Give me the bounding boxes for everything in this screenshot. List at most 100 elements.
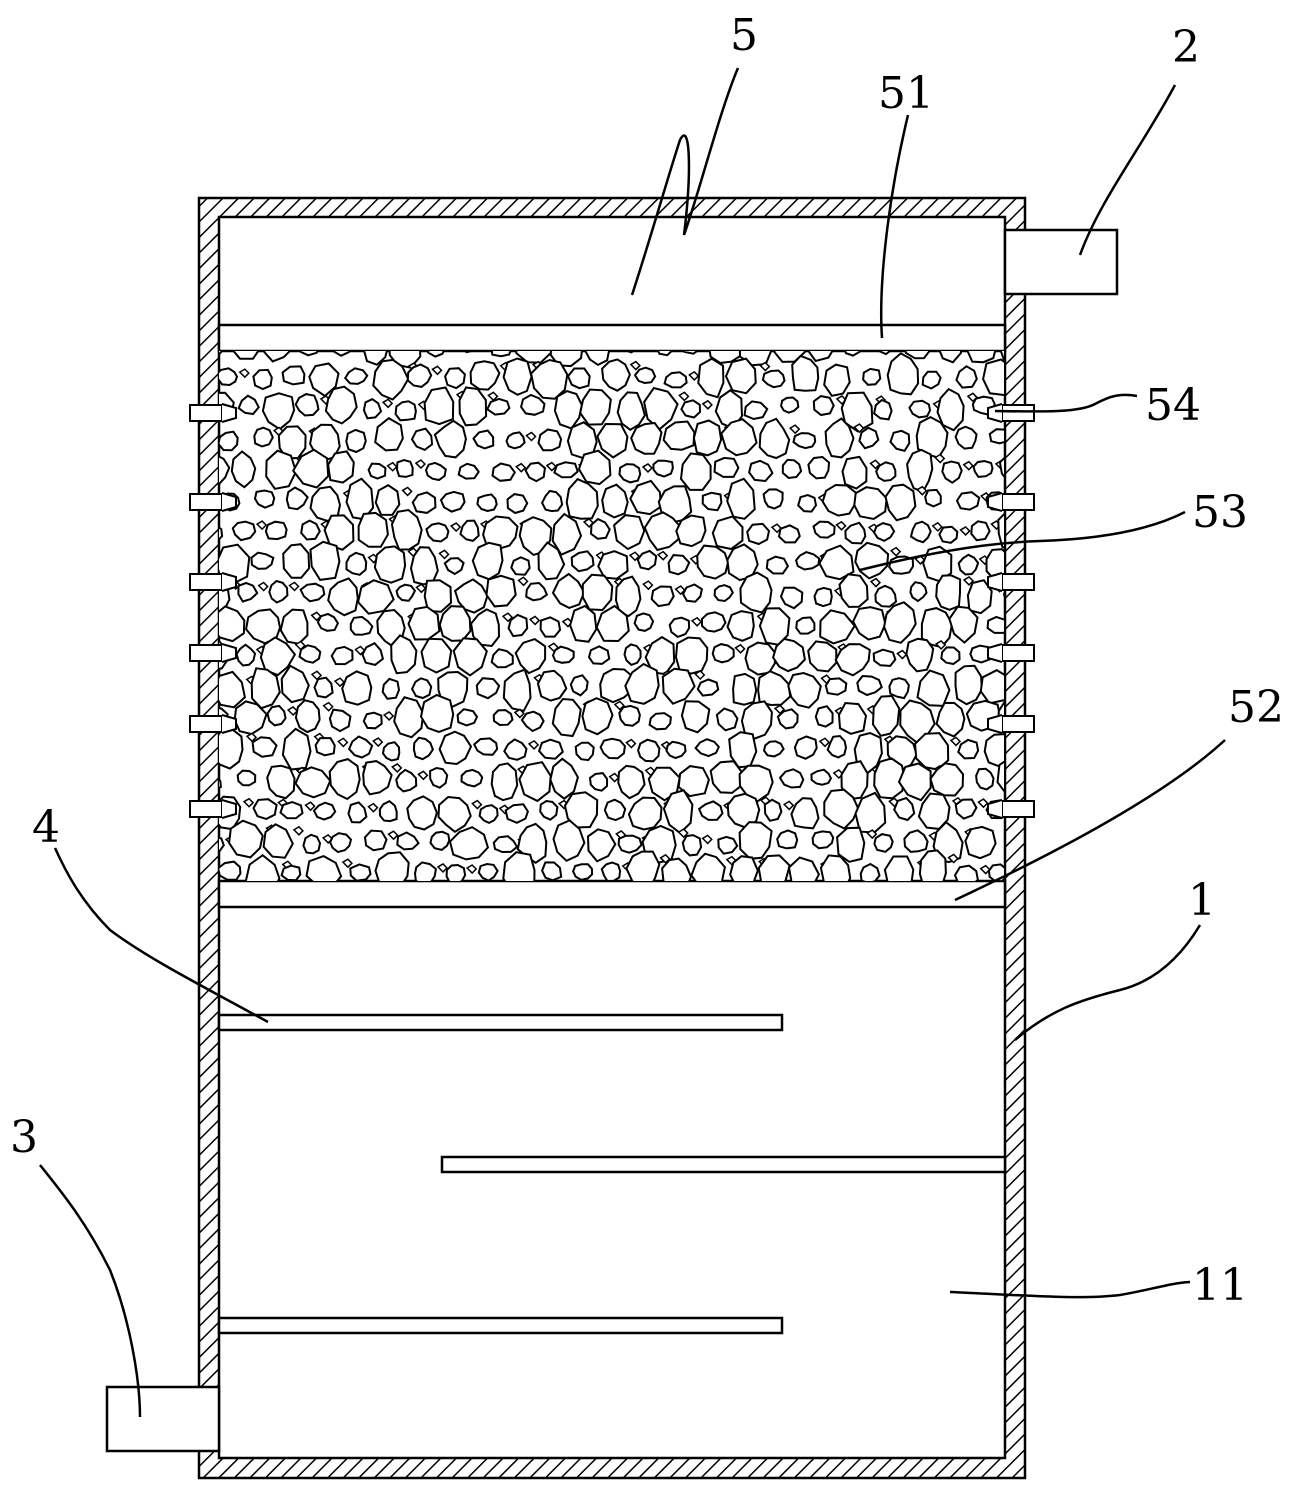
media-pebble (918, 849, 947, 881)
media-pebble (264, 520, 288, 541)
media-pebble (381, 741, 401, 762)
media-pebble (897, 762, 932, 802)
media-pebble (889, 429, 911, 452)
media-pebble (395, 458, 414, 478)
media-pebble (665, 740, 687, 760)
media-pebble (996, 760, 1004, 793)
baffle-upper (217, 1013, 784, 1032)
media-pebble (877, 351, 892, 356)
media-pebble (777, 524, 801, 544)
media-grain (773, 704, 786, 715)
media-pebble (617, 764, 646, 800)
media-pebble (726, 792, 761, 829)
media-pebble (537, 428, 563, 452)
media-pebble (811, 830, 835, 850)
inlet-pipe (105, 1385, 221, 1453)
media-grain (656, 550, 669, 561)
media-grain (678, 391, 690, 402)
media-pebble (282, 543, 311, 579)
media-grain (415, 583, 427, 594)
media-pebble (762, 740, 785, 758)
media-pebble (520, 710, 545, 733)
media-pebble (807, 640, 838, 673)
media-pebble (565, 477, 599, 520)
media-grain (629, 360, 641, 371)
media-pebble (616, 391, 646, 432)
media-pebble (262, 823, 294, 859)
media-pebble (552, 819, 586, 862)
media-pebble (294, 766, 332, 799)
media-pebble (899, 699, 936, 745)
media-pebble (357, 511, 389, 548)
media-grain (517, 576, 529, 587)
nozzle-left-head (221, 572, 237, 592)
media-pebble (618, 704, 641, 727)
media-pebble (795, 616, 816, 635)
media-pebble (314, 737, 336, 757)
nozzle-left-head (221, 403, 237, 423)
media-pebble (859, 862, 881, 881)
media-pebble (425, 522, 450, 543)
media-pebble (713, 584, 734, 603)
media-pebble (490, 351, 512, 358)
media-pebble (758, 417, 791, 460)
media-pebble (955, 491, 981, 511)
media-grain (934, 453, 946, 464)
media-grain (896, 649, 908, 660)
media-pebble (298, 644, 322, 664)
media-pebble (469, 360, 501, 391)
media-pebble (787, 856, 821, 881)
media-pebble (427, 351, 445, 358)
media-pebble (263, 351, 292, 363)
media-pebble (744, 641, 777, 676)
media-pebble (904, 351, 931, 360)
media-pebble (780, 396, 800, 414)
media-grain (242, 797, 255, 808)
media-grain (688, 370, 700, 381)
media-pebble (781, 458, 803, 480)
media-grain (783, 800, 795, 811)
media-pebble (709, 760, 744, 794)
media-pebble (492, 835, 519, 854)
media-pebble (540, 489, 564, 513)
media-pebble (471, 541, 504, 581)
media-pebble (601, 358, 631, 392)
media-pebble (374, 851, 410, 881)
media-pebble (954, 425, 978, 450)
media-pebble (627, 796, 663, 831)
media-grain (337, 737, 349, 748)
media-pebble (463, 351, 476, 354)
nozzle-left (189, 404, 223, 422)
media-grain (962, 575, 975, 586)
media-pebble (713, 456, 740, 478)
media-grain (341, 858, 353, 869)
nozzle-right-head (987, 643, 1003, 663)
media-pebble (265, 449, 298, 490)
media-pebble (840, 760, 869, 801)
media-pebble (572, 863, 594, 881)
label-5: 5 (730, 10, 758, 61)
media-pebble (357, 579, 395, 615)
media-pebble (349, 863, 372, 881)
media-pebble (983, 733, 1004, 768)
media-pebble (680, 399, 702, 419)
media-pebble (724, 357, 757, 395)
media-pebble (507, 613, 529, 638)
media-pebble (778, 768, 805, 789)
label-1: 1 (1188, 875, 1216, 926)
media-pebble (363, 829, 388, 852)
media-pebble (423, 386, 455, 426)
outlet-pipe (1003, 228, 1119, 296)
media-pebble (566, 367, 591, 390)
media-pebble (472, 429, 495, 450)
media-pebble (341, 670, 373, 706)
media-pebble (683, 351, 699, 355)
media-pebble (539, 799, 559, 821)
media-grain (501, 612, 514, 623)
media-pebble (252, 798, 278, 820)
nozzles (189, 403, 1035, 819)
media-pebble (999, 351, 1004, 362)
media-pebble (599, 667, 635, 704)
media-pebble (701, 611, 727, 633)
media-grain (381, 398, 394, 409)
